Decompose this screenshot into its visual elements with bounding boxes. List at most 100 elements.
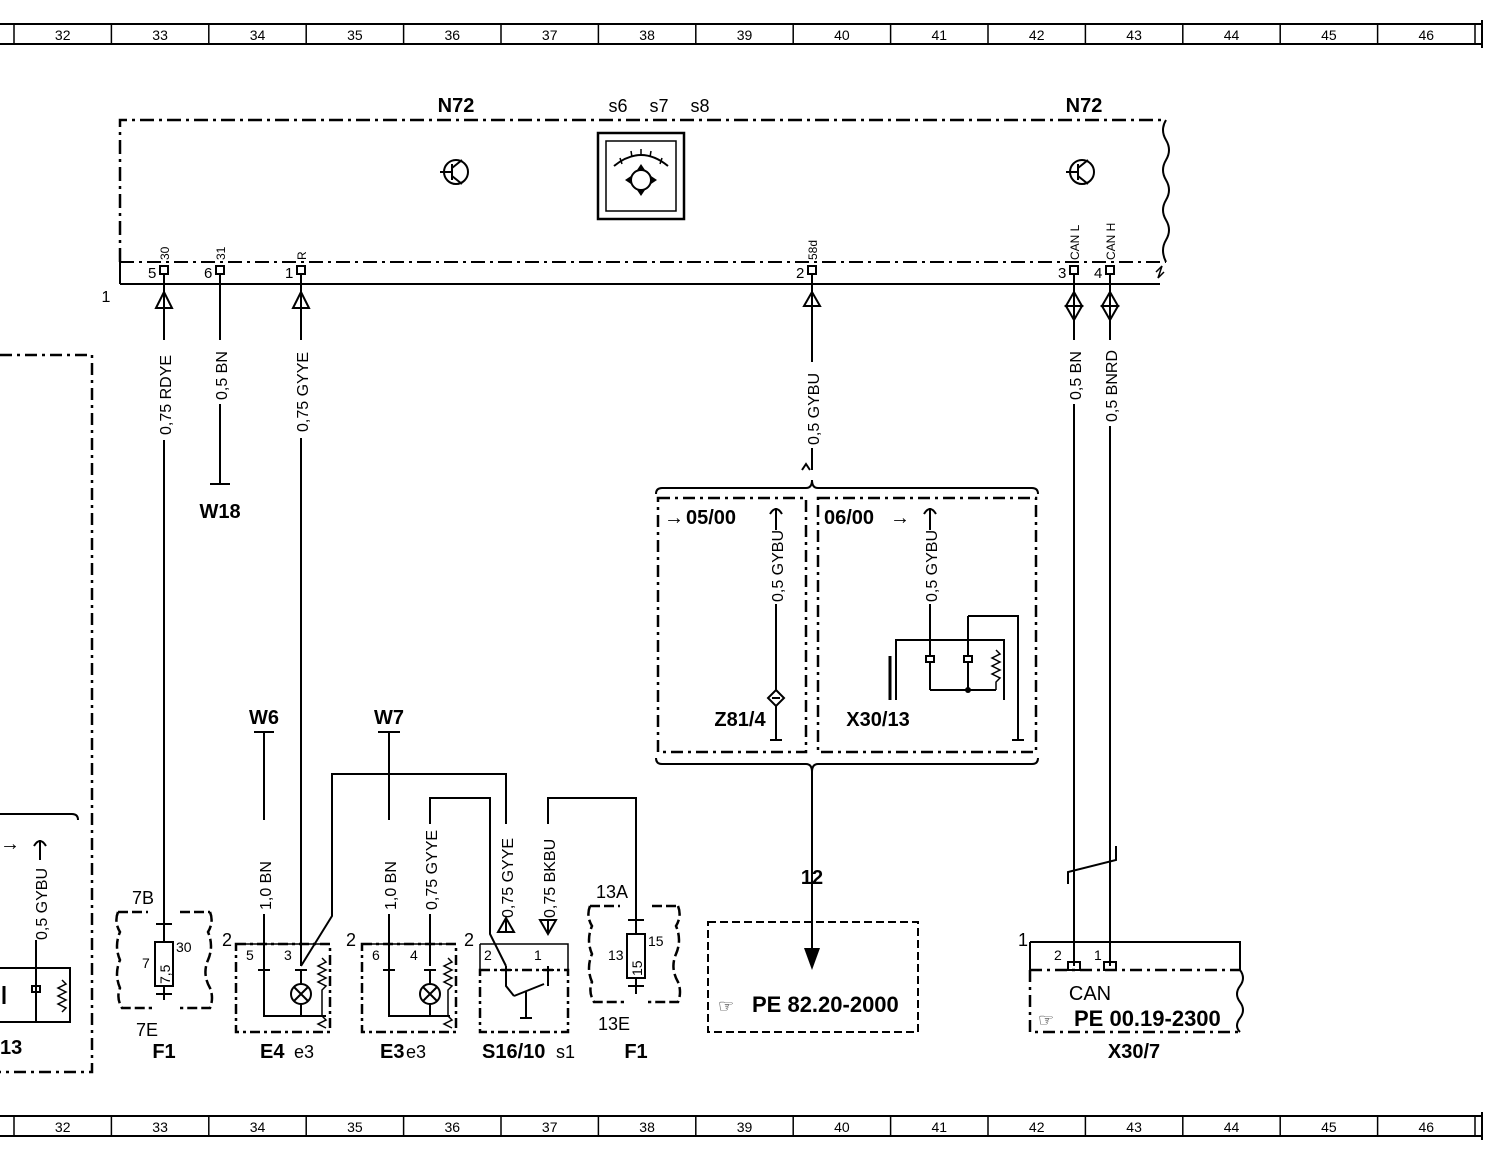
pointing-hand-icon: ☞ — [718, 996, 734, 1016]
ground-w6-label: W6 — [249, 707, 279, 729]
ruler-column-label: 33 — [152, 1119, 168, 1135]
can-label: CAN — [1069, 983, 1111, 1005]
x30-13-label: X30/13 — [846, 709, 909, 731]
wire-w6: 1,0 BN W6 — [249, 707, 279, 966]
pin-number: 6 — [204, 265, 212, 282]
wire-label: 0,75 GYYE — [500, 838, 517, 918]
ruler-column-label: 39 — [737, 27, 753, 43]
lamp-e4: 2 5 3 E4 e3 — [222, 930, 332, 1063]
ruler-column-label: 35 — [347, 1119, 363, 1135]
ruler-column-label: 38 — [639, 1119, 655, 1135]
mirror-switch-icon — [596, 131, 686, 221]
connector-pin — [215, 265, 225, 284]
pin-terminal-label: R — [295, 251, 309, 260]
pe-ref-1: PE 82.20-2000 — [752, 992, 899, 1017]
transistor-icon — [1066, 159, 1095, 185]
e3-label: E3 — [380, 1041, 404, 1063]
connector-pin — [1105, 265, 1115, 284]
pin-label: 7 — [142, 955, 150, 971]
variant-box: → 05/00 06/00 → 0,5 GYBU Z81/4 0,5 GYBU … — [655, 462, 1039, 773]
n72-label-left: N72 — [438, 95, 475, 117]
pin-label: 13A — [596, 882, 628, 902]
pin-label: 30 — [176, 939, 192, 955]
fuse-f1-right: 13A 13 15 15 13E F1 — [587, 882, 682, 1063]
ground-w18-label: W18 — [199, 501, 240, 523]
ruler-column-label: 41 — [932, 27, 948, 43]
ruler-column-label: 37 — [542, 1119, 558, 1135]
pin-number: 3 — [1058, 265, 1066, 282]
wire-can-l: 0,5 BN — [1064, 284, 1085, 966]
wire-label: 1,0 BN — [258, 861, 275, 910]
ruler-column-label: 44 — [1224, 1119, 1240, 1135]
pin-label: 13E — [598, 1014, 630, 1034]
n72-control-unit: N72 N72 s6 s7 s8 1 — [102, 95, 1170, 306]
wire-gybu-58d: 0,5 GYBU 12 — [801, 284, 823, 970]
arrow-icon: → — [0, 833, 20, 855]
switch-s16-10: 2 2 1 S16/10 s1 — [464, 930, 575, 1063]
pin-label: 2 — [222, 930, 232, 950]
ruler-column-label: 46 — [1419, 27, 1435, 43]
pin-number: 2 — [796, 265, 804, 282]
pin-terminal-label: 31 — [214, 246, 228, 260]
wire-label: 0,5 GYBU — [34, 868, 51, 940]
switch-label-s6: s6 — [608, 96, 627, 116]
fuse-rating: 7,5 — [157, 964, 173, 984]
wire-label: 0,5 GYBU — [924, 530, 941, 602]
wire-label: 0,5 BN — [214, 351, 231, 400]
reference-box-pe-82: ☞ PE 82.20-2000 — [707, 921, 919, 1033]
pin-terminal-label: CAN L — [1068, 224, 1082, 260]
date-to-arrow-icon: → — [890, 507, 910, 529]
f1-right-label: F1 — [624, 1041, 647, 1063]
wire-bkbu: 0,75 BKBU — [538, 797, 637, 937]
pin-label: 2 — [484, 947, 492, 963]
ground-w7-label: W7 — [374, 707, 404, 729]
pin-terminal-label: 30 — [158, 246, 172, 260]
pin-label: 15 — [648, 933, 664, 949]
pin-label: 13 — [608, 947, 624, 963]
fuse-f1-left: 7B 7 7,5 30 7E F1 — [115, 888, 214, 1063]
fuse-rating: 15 — [629, 960, 645, 976]
e4-sub-label: e3 — [294, 1042, 314, 1062]
ruler-column-label: 38 — [639, 27, 655, 43]
pin-label: 1 — [1094, 947, 1102, 963]
date-from-arrow-icon: → — [664, 507, 684, 529]
wire-rdye: 0,75 RDYE — [154, 284, 175, 930]
pin-terminal-label: 58d — [806, 240, 820, 260]
ruler-column-label: 46 — [1419, 1119, 1435, 1135]
lamp-e3: 2 6 4 E3 e3 — [346, 930, 458, 1063]
connector-pin — [296, 265, 306, 284]
ruler-column-label: 37 — [542, 27, 558, 43]
wire-label: 0,5 BNRD — [1104, 350, 1121, 422]
n72-label-right: N72 — [1066, 95, 1103, 117]
wire-gyye-loop: 0,75 GYYE — [300, 773, 517, 967]
pin-label: 6 — [372, 947, 380, 963]
s16-sub-label: s1 — [556, 1042, 575, 1062]
pin-label: 1 — [534, 947, 542, 963]
pin-label: 4 — [410, 947, 418, 963]
ruler-column-label: 42 — [1029, 1119, 1045, 1135]
ruler-column-label: 33 — [152, 27, 168, 43]
wire-label: 0,75 BKBU — [542, 839, 559, 918]
s16-label: S16/10 — [482, 1041, 545, 1063]
ref-12-label: 12 — [801, 867, 823, 889]
e3-sub-label: e3 — [406, 1042, 426, 1062]
switch-label-s8: s8 — [690, 96, 709, 116]
pin-label: 1 — [1018, 930, 1028, 950]
wire-label: 0,75 GYYE — [295, 352, 312, 432]
connector-pin — [807, 265, 817, 284]
e4-label: E4 — [260, 1041, 285, 1063]
ruler-column-label: 45 — [1321, 27, 1337, 43]
wire-label: 0,75 RDYE — [158, 355, 175, 435]
left-partial-box: → 0,5 GYBU 13 — [0, 353, 94, 1074]
wire-w7: 1,0 BN W7 — [374, 707, 404, 966]
ruler-column-label: 43 — [1126, 27, 1142, 43]
ruler-column-label: 34 — [250, 27, 266, 43]
transistor-icon — [440, 159, 469, 185]
z81-label: Z81/4 — [714, 709, 766, 731]
pin-label: 2 — [1054, 947, 1062, 963]
connector-pin — [159, 265, 169, 284]
